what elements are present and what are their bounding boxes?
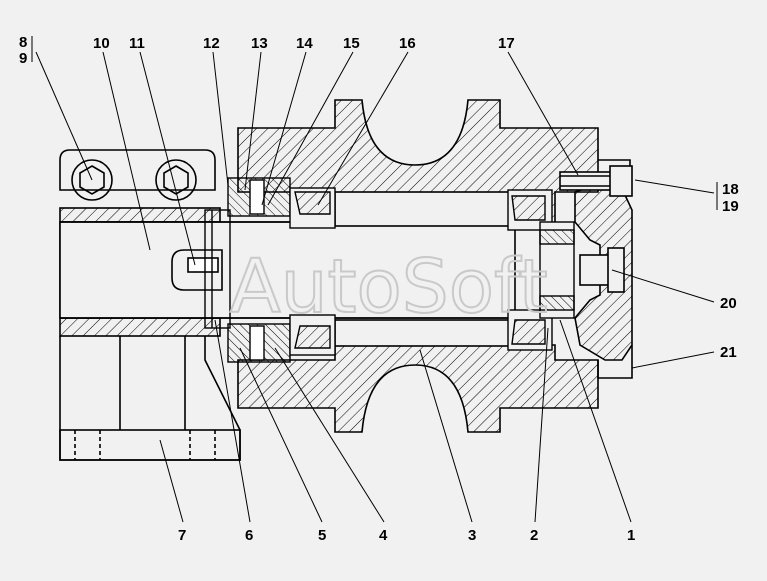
label-8: 8 xyxy=(19,34,27,51)
label-12: 12 xyxy=(203,35,220,52)
label-9: 9 xyxy=(19,50,27,67)
label-19: 19 xyxy=(722,198,739,215)
label-2: 2 xyxy=(530,527,538,544)
label-18: 18 xyxy=(722,181,739,198)
label-21: 21 xyxy=(720,344,737,361)
right-bearing-group xyxy=(507,189,575,351)
label-14: 14 xyxy=(296,35,313,52)
axle xyxy=(59,221,516,319)
lock-pin xyxy=(171,249,223,291)
label-16: 16 xyxy=(399,35,416,52)
label-17: 17 xyxy=(498,35,515,52)
part-labels: 8 9 10 11 12 13 14 15 16 17 18 19 20 21 … xyxy=(19,34,739,544)
label-4: 4 xyxy=(379,527,388,544)
label-5: 5 xyxy=(318,527,326,544)
label-6: 6 xyxy=(245,527,253,544)
label-20: 20 xyxy=(720,295,737,312)
label-1: 1 xyxy=(627,527,635,544)
leader-lines xyxy=(31,36,718,523)
watermark: AutoSoft xyxy=(230,244,548,330)
bolt-heads xyxy=(71,159,197,201)
label-7: 7 xyxy=(178,527,186,544)
end-cap xyxy=(559,159,633,379)
label-15: 15 xyxy=(343,35,360,52)
label-11: 11 xyxy=(129,35,145,52)
label-13: 13 xyxy=(251,35,268,52)
label-10: 10 xyxy=(93,35,110,52)
left-bearing-group xyxy=(204,177,336,363)
label-3: 3 xyxy=(468,527,476,544)
